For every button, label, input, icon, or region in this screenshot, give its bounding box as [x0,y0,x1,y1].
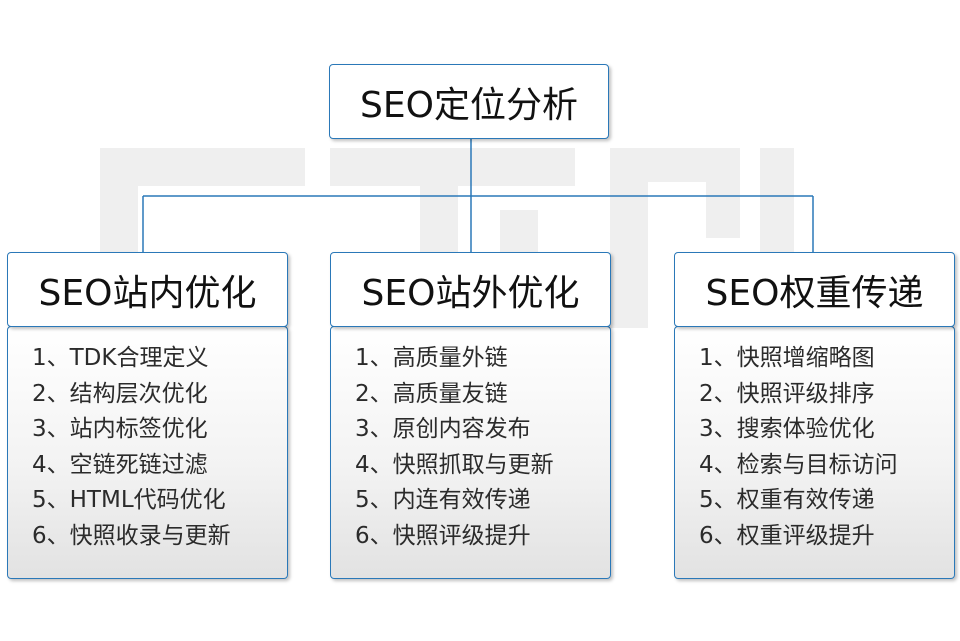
list-item: 6、快照收录与更新 [32,522,231,549]
branch-item-list: 1、快照增缩略图 2、快照评级排序 3、搜索体验优化 4、检索与目标访问 5、权… [674,326,955,579]
list-item: 5、权重有效传递 [699,487,875,514]
list-item: 3、搜索体验优化 [699,416,875,443]
list-item: 4、检索与目标访问 [699,451,898,478]
branch-item-list: 1、TDK合理定义 2、结构层次优化 3、站内标签优化 4、空链死链过滤 5、H… [7,326,288,579]
branch-title: SEO站内优化 [38,272,257,314]
root-node: SEO定位分析 [329,64,609,139]
branch-item-list: 1、高质量外链 2、高质量友链 3、原创内容发布 4、快照抓取与更新 5、内连有… [330,326,611,579]
list-item: 5、HTML代码优化 [32,487,226,514]
list-item: 1、快照增缩略图 [699,345,875,371]
list-item: 1、TDK合理定义 [32,345,209,371]
list-item: 3、站内标签优化 [32,416,208,443]
root-title: SEO定位分析 [360,84,578,126]
list-item: 6、快照评级提升 [355,522,531,549]
list-item: 4、快照抓取与更新 [355,451,554,478]
list-item: 5、内连有效传递 [355,487,531,514]
list-item: 4、空链死链过滤 [32,451,208,478]
list-item: 2、高质量友链 [355,380,508,407]
list-item: 1、高质量外链 [355,345,508,371]
list-item: 2、结构层次优化 [32,380,208,407]
branch-header: SEO站外优化 [330,252,611,327]
branch-header: SEO站内优化 [7,252,288,327]
list-item: 6、权重评级提升 [699,522,875,549]
list-item: 2、快照评级排序 [699,380,875,407]
branch-title: SEO站外优化 [361,272,580,314]
branch-title: SEO权重传递 [705,272,924,314]
branch-header: SEO权重传递 [674,252,955,327]
list-item: 3、原创内容发布 [355,416,531,443]
